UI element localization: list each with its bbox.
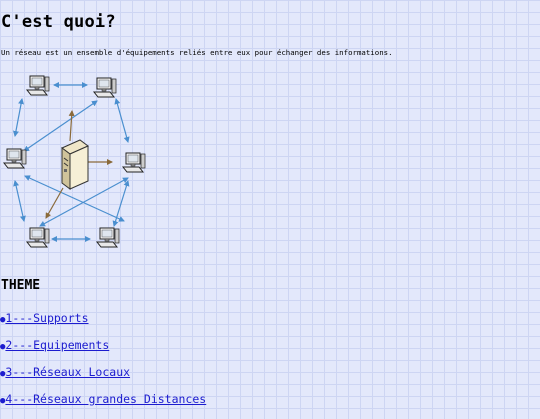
list-item: ●4---Réseaux grandes Distances	[0, 392, 206, 419]
link-reseaux-grandes-distances[interactable]: 4---Réseaux grandes Distances	[5, 392, 207, 406]
link-supports[interactable]: 1---Supports	[5, 311, 89, 325]
link-equipements[interactable]: 2---Equipements	[5, 338, 110, 352]
bullet-icon: ●	[0, 315, 6, 325]
workstation-icon	[122, 152, 146, 173]
bullet-icon: ●	[0, 396, 6, 406]
server-icon	[61, 139, 89, 190]
link-reseaux-locaux[interactable]: 3---Réseaux Locaux	[5, 365, 131, 379]
workstation-icon	[96, 227, 120, 248]
bullet-icon: ●	[0, 342, 6, 352]
page-title: C'est quoi?	[1, 12, 116, 32]
intro-text: Un réseau est un ensemble d'équipements …	[1, 48, 393, 57]
workstation-icon	[26, 75, 50, 96]
bullet-icon: ●	[0, 369, 6, 379]
list-item: ●3---Réseaux Locaux	[0, 365, 206, 392]
list-item: ●2---Equipements	[0, 338, 206, 365]
workstation-icon	[26, 227, 50, 248]
theme-link-list: ●1---Supports ●2---Equipements ●3---Rése…	[0, 311, 206, 419]
theme-heading: THEME	[1, 278, 41, 293]
workstation-icon	[93, 77, 117, 98]
workstation-icon	[3, 148, 27, 169]
network-diagram	[3, 75, 146, 248]
list-item: ●1---Supports	[0, 311, 206, 338]
